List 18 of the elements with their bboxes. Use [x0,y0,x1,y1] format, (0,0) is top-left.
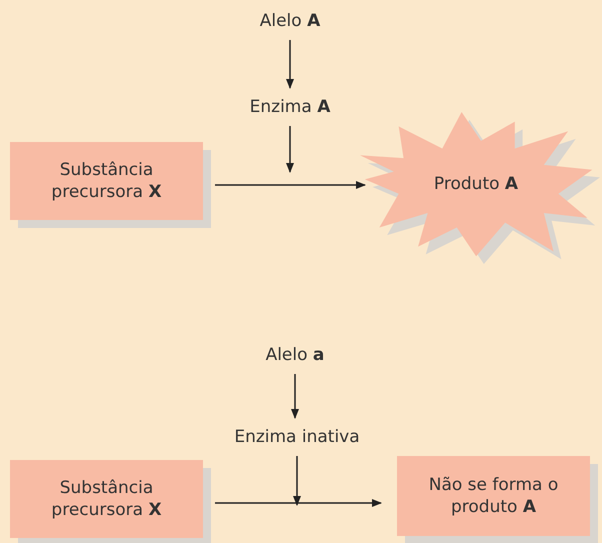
gene-label: Alelo A [260,10,320,32]
process-box [10,142,203,220]
arrow [215,499,382,507]
gene-label: Enzima A [250,96,330,118]
arrow [286,40,294,89]
arrow [291,374,299,419]
node-label: Não se forma o produto A [428,474,560,518]
process-box [397,456,590,536]
node-label: Substância precursora X [50,476,163,522]
starburst-shape [360,112,600,264]
node-label: Substância precursora X [50,158,163,204]
arrow [293,456,301,506]
gene-label: Alelo a [266,344,324,366]
process-box [10,460,203,538]
arrow [286,126,294,173]
gene-label: Enzima inativa [234,426,360,448]
arrow [215,181,366,189]
node-label: Produto A [434,172,518,196]
